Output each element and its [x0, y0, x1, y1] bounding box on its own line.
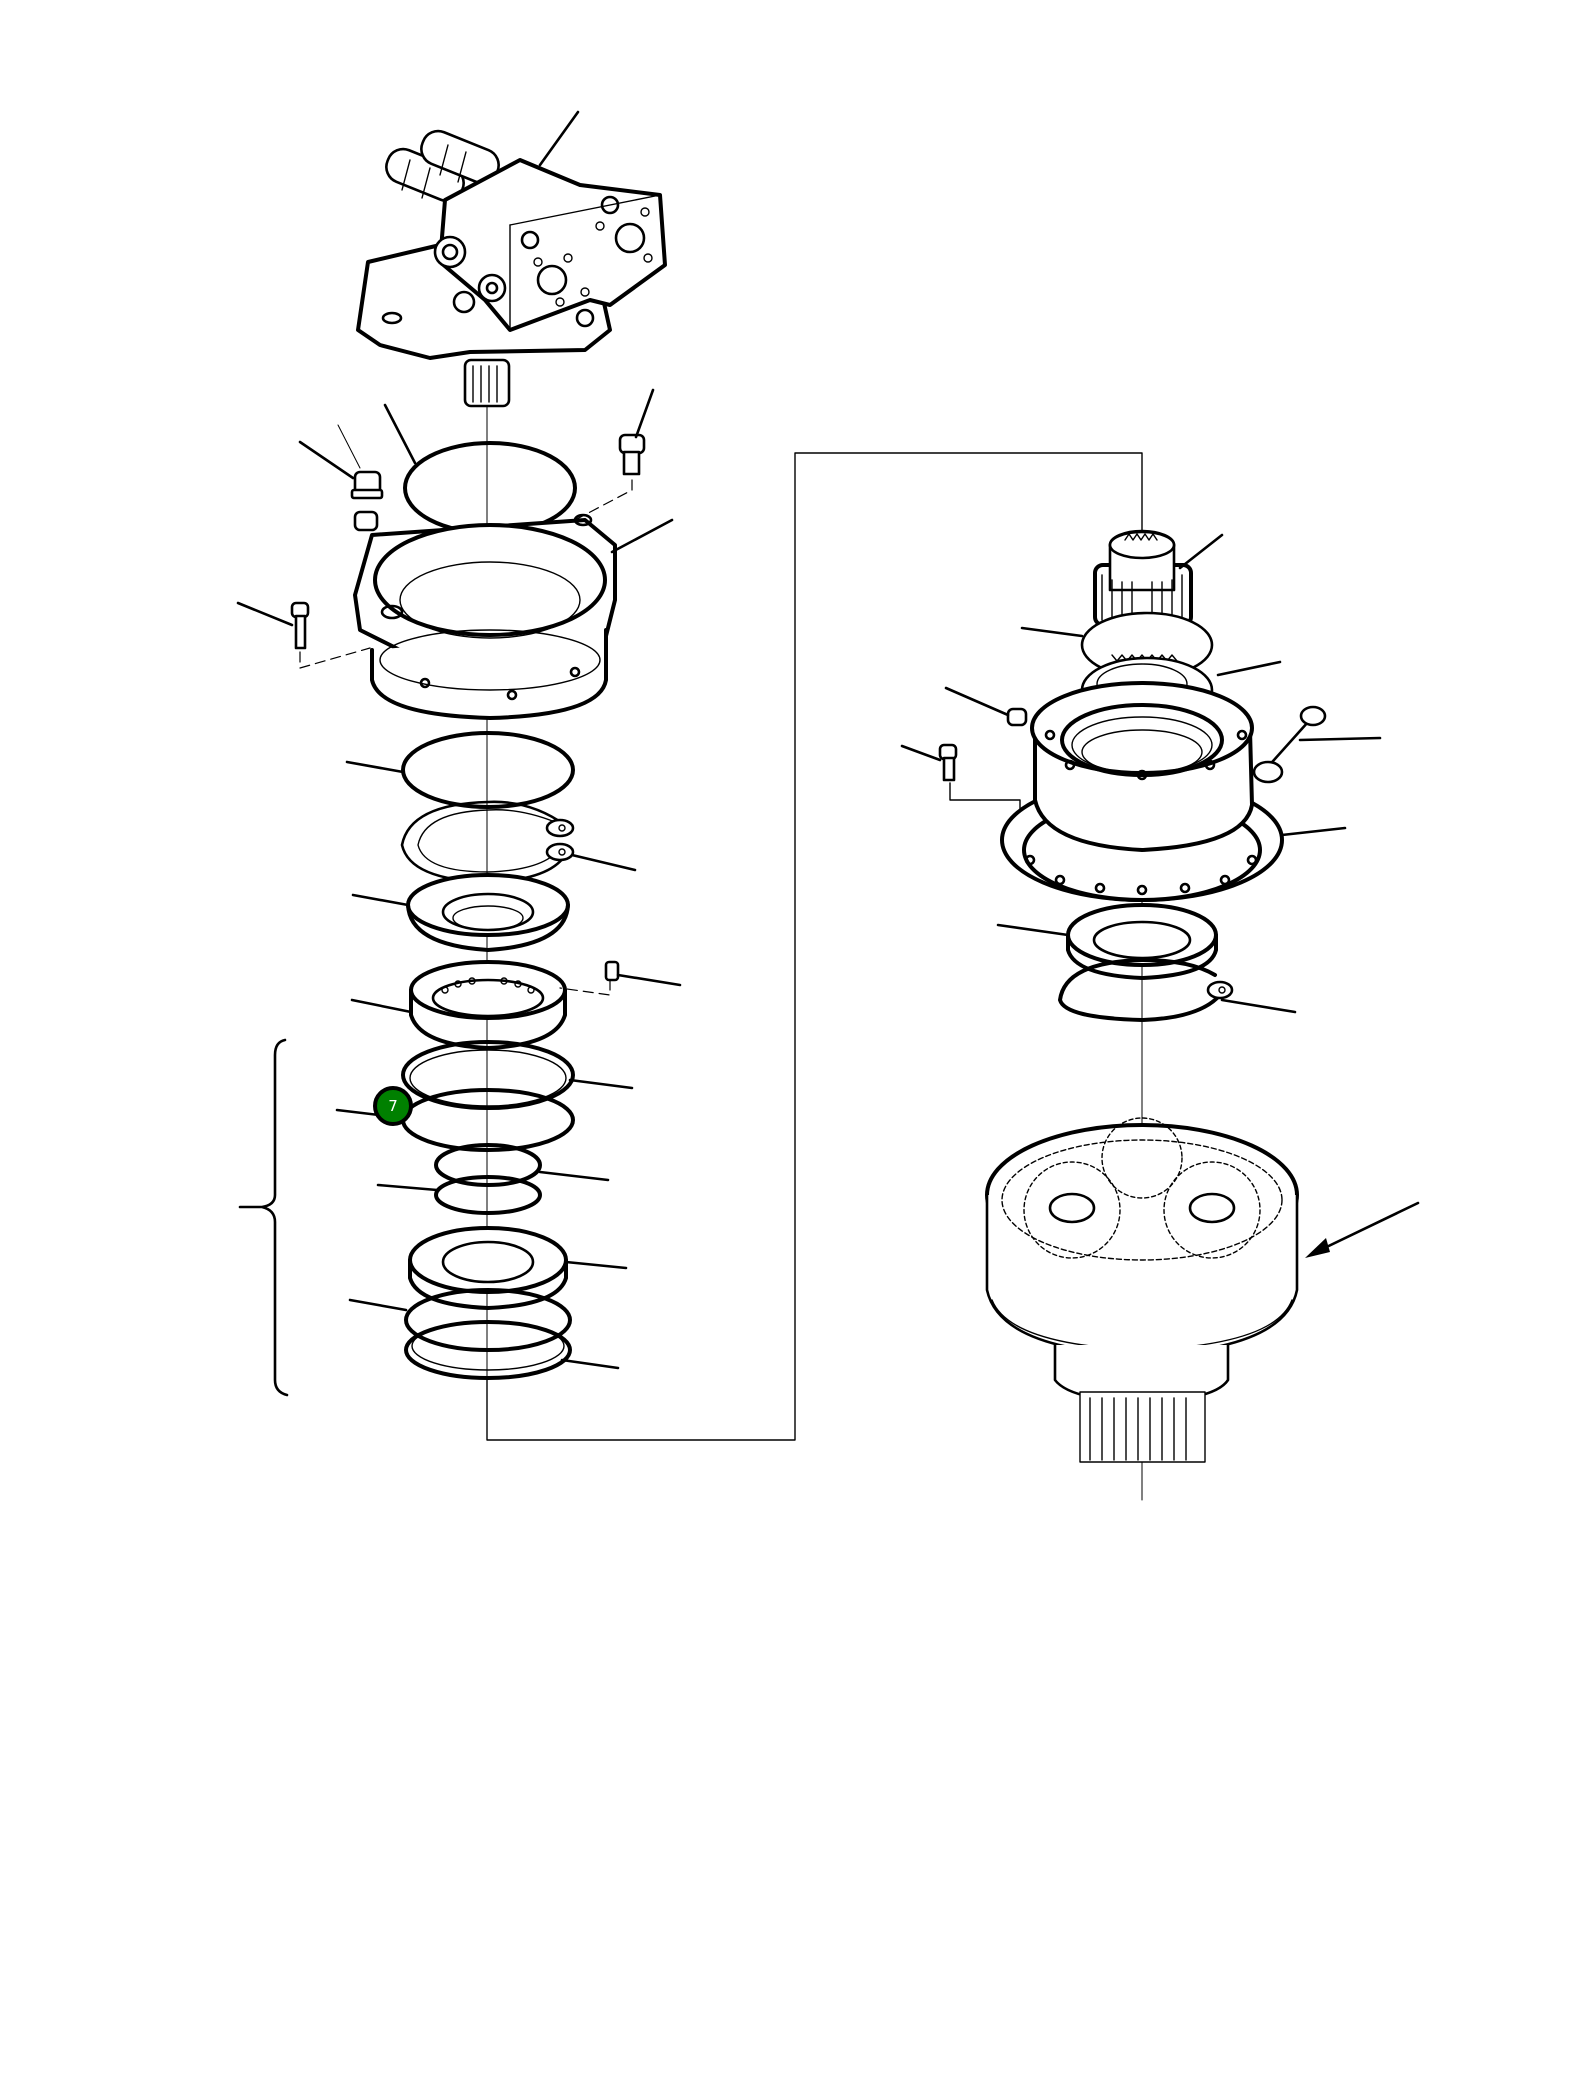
o-ring-middle[interactable] — [345, 731, 575, 809]
seal-ring-3[interactable] — [434, 1143, 610, 1187]
retaining-ring[interactable] — [400, 800, 637, 884]
seal-ring-4[interactable] — [376, 1175, 542, 1215]
hydraulic-motor[interactable] — [356, 110, 667, 408]
bearing-race-lower[interactable] — [408, 1226, 628, 1310]
seal-ring-1[interactable] — [401, 1040, 634, 1110]
snap-ring[interactable] — [1058, 958, 1297, 1022]
gear-housing[interactable] — [1000, 681, 1347, 902]
set-screw[interactable] — [559, 960, 682, 996]
o-ring-top[interactable] — [383, 403, 577, 535]
kit-bracket — [238, 1038, 289, 1397]
plug-fitting[interactable] — [298, 424, 384, 532]
bearing-race-upper[interactable] — [351, 873, 570, 952]
planetary-gear-carrier[interactable] — [985, 1117, 1420, 1463]
bearing[interactable] — [996, 903, 1218, 980]
cap-screw[interactable] — [900, 743, 1021, 821]
seal-ring-5[interactable] — [348, 1288, 572, 1352]
cap-screw-right[interactable] — [574, 388, 655, 521]
dipstick[interactable] — [1263, 705, 1382, 772]
breather-plug[interactable] — [944, 686, 1028, 727]
motor-shaft-spline — [463, 358, 511, 408]
cap-screw-left[interactable] — [236, 601, 371, 669]
callout-badge-7[interactable]: 7 — [373, 1086, 413, 1126]
callout-label: 7 — [388, 1097, 398, 1115]
mounting-flange[interactable] — [353, 513, 674, 720]
roller-bearing[interactable] — [350, 960, 567, 1050]
seal-ring-6[interactable] — [404, 1320, 620, 1380]
